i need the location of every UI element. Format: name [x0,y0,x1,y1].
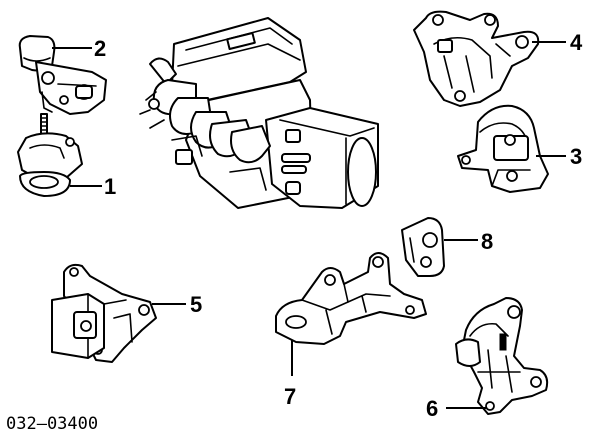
part-5-mount [51,263,157,363]
part-3-rubber-mount [457,104,549,193]
callout-numbers: 2 1 4 3 8 5 7 6 [94,30,583,421]
callout-7: 7 [284,384,296,409]
part-6-transmission-mount [455,297,549,415]
callout-leaders [52,41,566,409]
callout-2: 2 [94,36,106,61]
callout-6: 6 [426,396,438,421]
callout-1: 1 [104,174,116,199]
engine-block [139,17,379,209]
callout-8: 8 [481,229,493,254]
drawing-code: 032–03400 [6,414,98,434]
part-7-bracket [275,252,427,345]
callout-3: 3 [570,144,582,169]
part-2-mount-bracket [18,35,107,115]
part-8-plate [401,217,445,277]
part-1-lower-mount [17,113,83,197]
callout-5: 5 [190,292,202,317]
callout-4: 4 [570,30,583,55]
part-4-bracket-mount [413,10,540,107]
